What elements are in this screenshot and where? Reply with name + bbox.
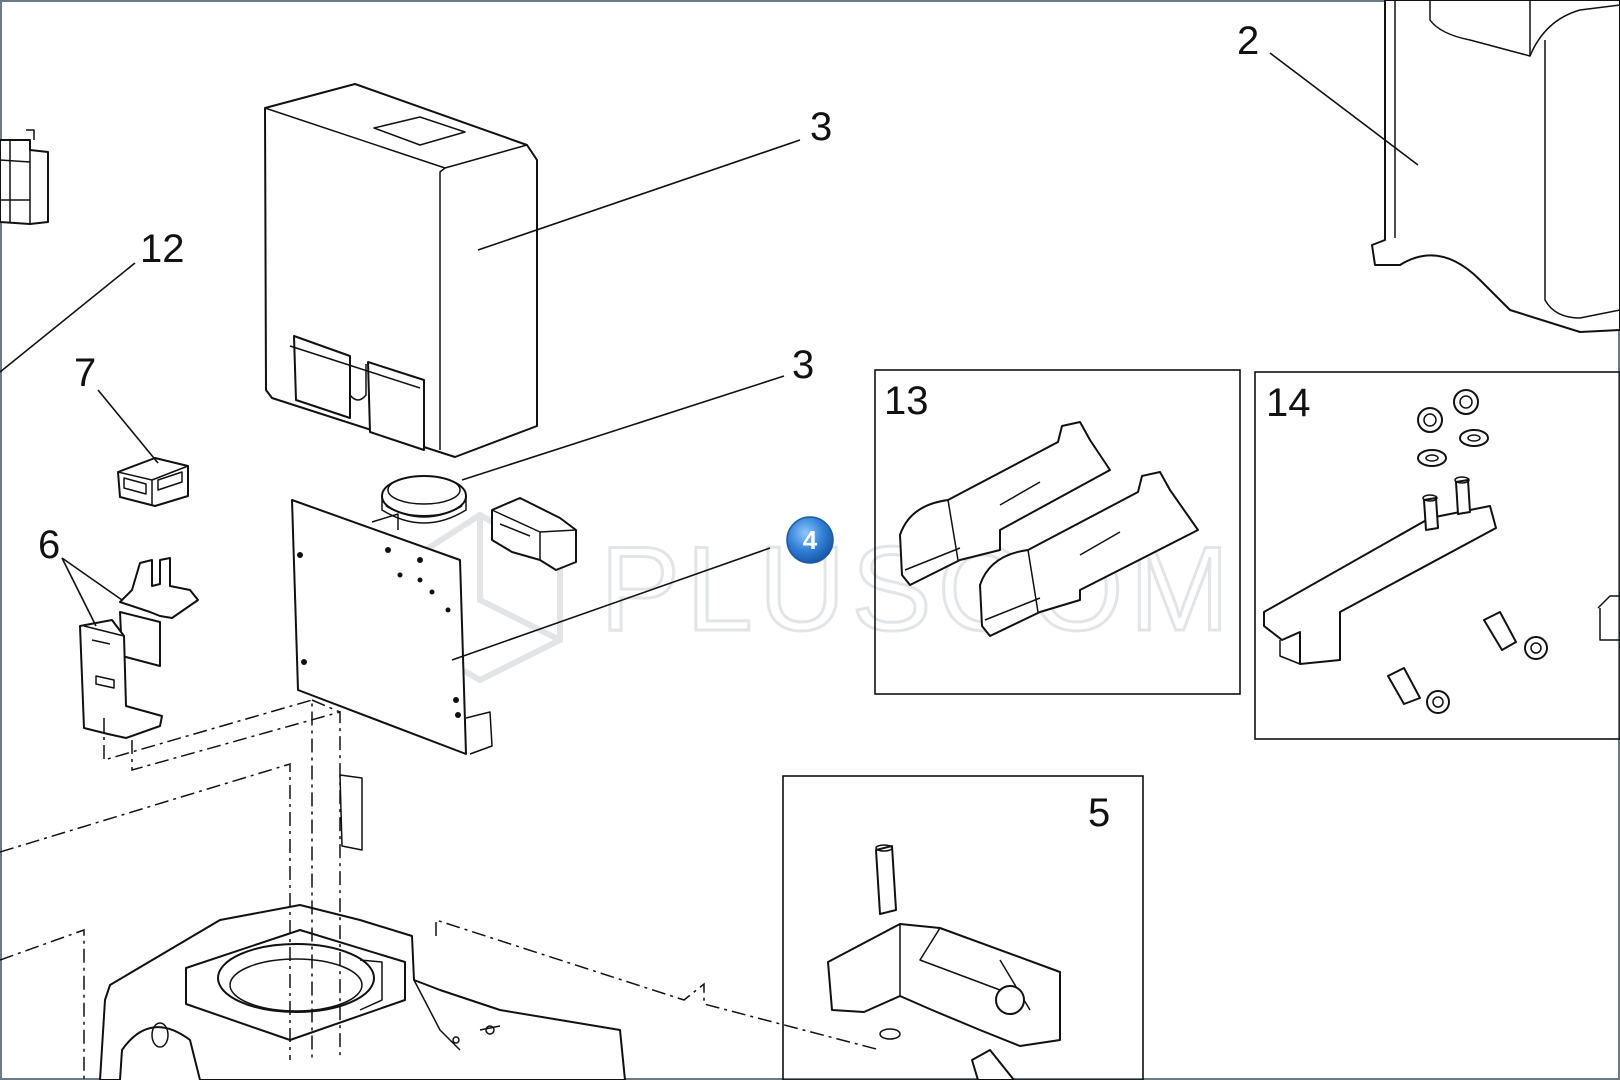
callout-12: 12: [140, 227, 185, 271]
callout-6: 6: [38, 523, 60, 567]
callout-labels: 2 3 3 12 7 6 13 14 5: [38, 19, 1311, 835]
seal-ring-part: [381, 475, 467, 524]
detail-box-5: [782, 775, 1144, 1080]
release-lever-part: [827, 844, 1061, 1080]
housing-part: [1371, 0, 1620, 333]
callout-5: 5: [1088, 791, 1110, 835]
circuit-board-part: [291, 499, 493, 755]
detail-box-14: [1254, 371, 1620, 740]
base-housing-part: [99, 774, 626, 1080]
clip-part: [491, 497, 577, 571]
callout-3-cover: 3: [810, 105, 832, 149]
detail-box-13: [874, 369, 1241, 695]
callout-14: 14: [1266, 381, 1311, 425]
bracket-part: [79, 557, 199, 739]
badge-circle: [786, 516, 834, 564]
bracket-hardware-part: [1263, 389, 1620, 714]
cover-box-part: [264, 83, 538, 458]
connector-part: [0, 129, 49, 225]
leader-lines: [0, 52, 1419, 661]
badge-label: 4: [803, 525, 818, 555]
callout-2: 2: [1237, 19, 1259, 63]
alignment-lines: [0, 699, 881, 1080]
highlight-badge-4[interactable]: 4: [786, 516, 834, 564]
callout-13: 13: [884, 379, 929, 423]
mount-rail-part: [899, 421, 1199, 637]
terminal-block-part: [117, 457, 189, 507]
callout-7: 7: [74, 351, 96, 395]
callout-3-seal: 3: [792, 343, 814, 387]
